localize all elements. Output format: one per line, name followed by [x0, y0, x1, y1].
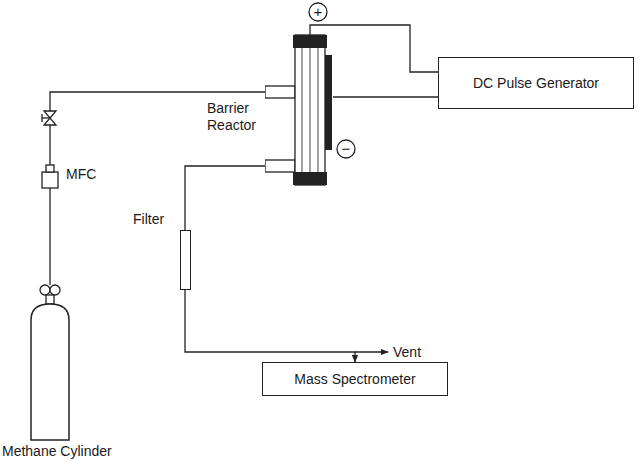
node-label: MFC [66, 166, 96, 183]
reactor-tube: Barrier Reactor [265, 30, 333, 190]
terminal-circle [309, 3, 327, 21]
node-label: Barrier Reactor [207, 100, 261, 134]
mfc-symbol: MFC [40, 162, 60, 190]
gas-cylinder-drawing [0, 282, 112, 460]
node-label: Methane Cylinder [2, 443, 112, 460]
mfc-symbol-drawing [40, 162, 60, 190]
connector-line [50, 92, 265, 162]
vent-line [355, 351, 388, 352]
terminal-circle [337, 140, 355, 158]
generator-box: DC Pulse Generator [438, 57, 634, 109]
node-label: Filter [133, 211, 164, 228]
reactor-tube-drawing [265, 30, 333, 190]
connector-line [333, 96, 438, 97]
node-label: Mass Spectrometer [294, 371, 415, 388]
valve-symbol [42, 111, 56, 125]
connector-line [185, 166, 265, 230]
filter-box: Filter [180, 230, 191, 290]
connector-line [185, 290, 355, 362]
terminal-sign: − [336, 140, 356, 158]
connector-line [49, 190, 50, 282]
outlet-label: Vent [393, 343, 433, 361]
gas-cylinder: Methane Cylinder [0, 282, 112, 460]
instrument-box: Mass Spectrometer [262, 362, 448, 396]
terminal-sign: + [308, 3, 328, 21]
node-label: DC Pulse Generator [473, 75, 599, 92]
